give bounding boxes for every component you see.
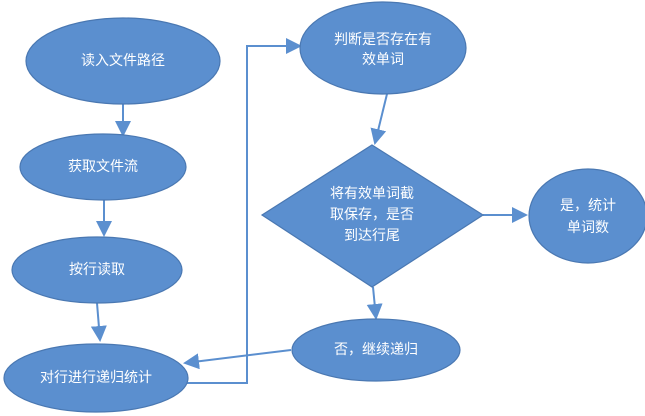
node-check-words-shape xyxy=(299,1,467,95)
node-check-words-line-2: 效单词 xyxy=(362,52,404,68)
arrow-read-lines-to-recursive xyxy=(90,302,107,342)
connectors xyxy=(90,38,528,384)
node-yes-count-shape xyxy=(528,168,645,264)
node-read-path-label: 读入文件路径 xyxy=(81,52,165,69)
node-extract-save-line-1: 将有效单词截 xyxy=(330,186,414,202)
node-recursive-count: 对行进行递归统计 xyxy=(3,343,189,413)
node-no-continue-label: 否，继续递归 xyxy=(334,341,418,358)
node-read-lines-shape xyxy=(11,236,183,304)
node-extract-save-line-3: 到达行尾 xyxy=(344,228,400,244)
node-recursive-count-label: 对行进行递归统计 xyxy=(40,369,152,386)
arrow-no-to-recursive xyxy=(183,349,292,370)
node-read-lines: 按行读取 xyxy=(11,236,183,304)
node-check-words-line-1: 判断是否存在有 xyxy=(334,32,432,48)
node-get-stream-label: 获取文件流 xyxy=(68,159,138,175)
node-read-path: 读入文件路径 xyxy=(25,17,221,105)
node-extract-save-line-2: 取保存，是否 xyxy=(330,207,414,223)
node-yes-count-line-2: 单词数 xyxy=(567,220,609,236)
node-yes-count-line-1: 是，统计 xyxy=(560,198,616,214)
arrow-extract-to-no xyxy=(366,286,383,320)
node-extract-save-shape xyxy=(260,144,485,288)
node-check-words: 判断是否存在有 效单词 xyxy=(299,1,467,95)
node-extract-save: 将有效单词截 取保存，是否 到达行尾 xyxy=(260,144,485,288)
node-no-continue-shape xyxy=(291,318,461,382)
node-read-path-shape xyxy=(25,17,221,105)
node-get-stream-shape xyxy=(19,133,187,201)
arrow-check-to-extract xyxy=(370,93,388,145)
arrow-recursive-to-check xyxy=(183,38,302,384)
node-read-lines-label: 按行读取 xyxy=(69,261,125,278)
node-no-continue: 否，继续递归 xyxy=(291,318,461,382)
node-recursive-count-shape xyxy=(3,343,189,413)
node-get-stream: 获取文件流 xyxy=(19,133,187,201)
node-yes-count: 是，统计 单词数 xyxy=(528,168,645,264)
